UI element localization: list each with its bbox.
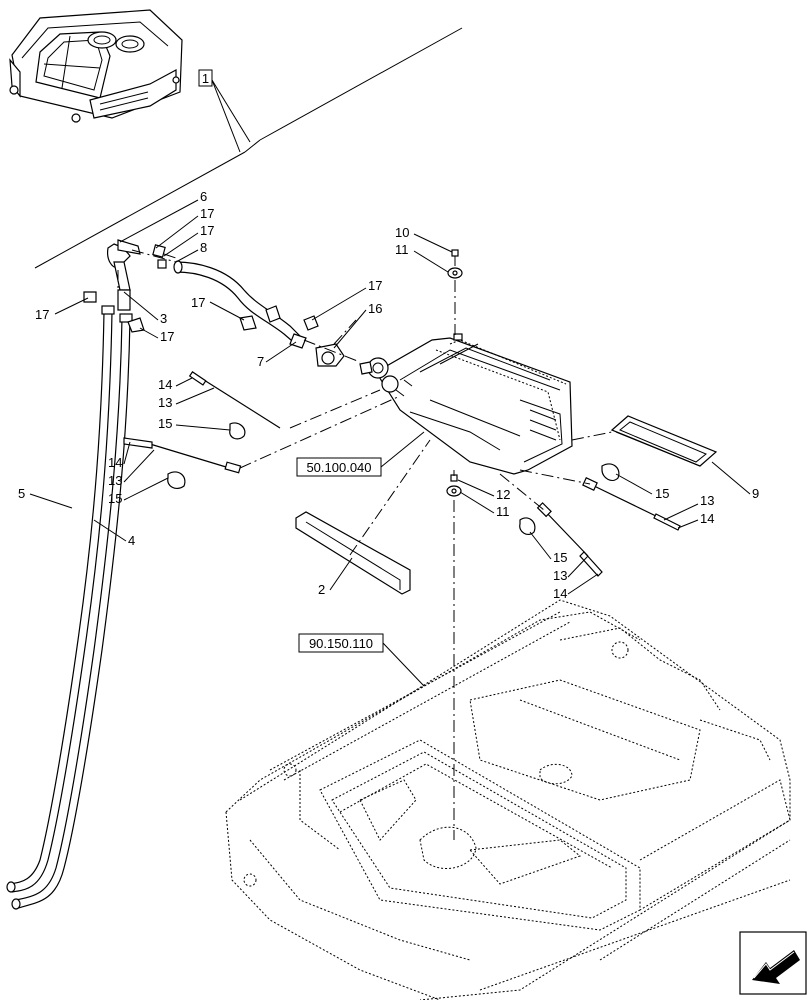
callout-14c: 14 [553,586,567,601]
callout-5: 5 [18,486,25,501]
cab-roof-shell [225,599,791,1000]
callout-17e: 17 [191,295,205,310]
gasket-9 [610,415,718,467]
heater-assembly [359,333,573,475]
reference-a: 50.100.040 [306,460,371,475]
callout-17a: 17 [200,206,214,221]
callout-4: 4 [128,533,135,548]
reference-b: 90.150.110 [309,636,373,651]
callout-1: 1 [202,71,209,86]
valve-16 [303,315,345,367]
callout-13a: 13 [158,395,172,410]
gasket-2 [295,511,411,595]
callout-17b: 17 [200,223,214,238]
callout-15c: 15 [553,550,567,565]
bolt-10 [447,249,463,279]
callout-3: 3 [160,311,167,326]
callout-17f: 17 [368,278,382,293]
callout-13b: 13 [108,473,122,488]
callout-10: 10 [395,225,409,240]
reference-box-a: 50.100.040 [296,431,425,477]
arrow-bottom-left-icon[interactable] [739,931,807,995]
callout-14d: 14 [700,511,714,526]
callout-15d: 15 [655,486,669,501]
callout-17c: 17 [35,307,49,322]
callout-11a: 11 [395,242,409,257]
callout-14a: 14 [158,377,172,392]
roof-unit-overview [9,9,183,123]
callout-9: 9 [752,486,759,501]
callout-11b: 11 [496,504,510,519]
callout-15a: 15 [158,416,172,431]
callout-14b: 14 [108,455,122,470]
callout-16: 16 [368,301,382,316]
reference-box-b: 90.150.110 [298,633,425,687]
callout-15b: 15 [108,491,122,506]
section-separator [34,27,463,269]
callouts: 6 17 17 8 17 3 17 17 7 17 16 10 [18,189,759,601]
callout-2: 2 [318,582,325,597]
drain-hoses [6,305,133,910]
callout-box-1: 1 [198,69,251,153]
callout-12: 12 [496,487,510,502]
callout-8: 8 [200,240,207,255]
callout-13c: 13 [553,568,567,583]
callout-17d: 17 [160,329,174,344]
bolt-12 [446,474,462,497]
callout-6: 6 [200,189,207,204]
callout-7: 7 [257,354,264,369]
callout-13d: 13 [700,493,714,508]
